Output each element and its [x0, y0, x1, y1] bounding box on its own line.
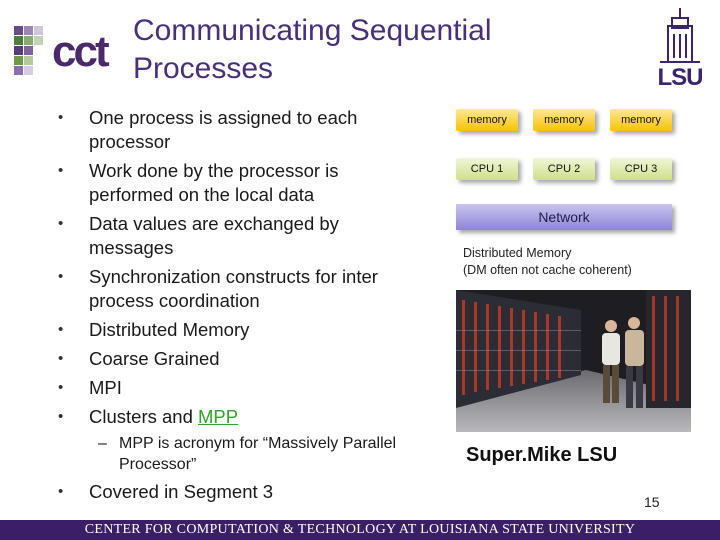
server-room-image — [456, 290, 691, 432]
lsu-logo-text: LSU — [657, 64, 704, 91]
memory-box-1: memory — [456, 109, 518, 131]
photo-caption: Super.Mike LSU — [466, 444, 618, 466]
bullet-item: One process is assigned to each processo… — [54, 106, 414, 154]
cpu-box-1: CPU 1 — [456, 158, 518, 180]
bullet-list: One process is assigned to each processo… — [54, 106, 414, 434]
bullet-item: MPI — [54, 376, 414, 400]
bullet-item: Work done by the processor is performed … — [54, 159, 414, 207]
bullet-text: Clusters and — [89, 406, 198, 427]
lsu-logo: LSU — [650, 6, 710, 92]
cct-logo-squares — [14, 26, 50, 80]
cct-logo: cct — [14, 24, 126, 82]
bullet-item-clusters: Clusters and MPP — [54, 405, 414, 429]
sub-bullet-text: MPP is acronym for “Massively Parallel P… — [119, 435, 397, 473]
memory-box-2: memory — [533, 109, 595, 131]
diagram-caption-line1: Distributed Memory — [463, 246, 572, 260]
cct-logo-text: cct — [52, 27, 110, 76]
supercomputer-photo — [456, 290, 691, 432]
page-number: 15 — [644, 494, 660, 510]
memory-box-3: memory — [610, 109, 672, 131]
cpu-box-3: CPU 3 — [610, 158, 672, 180]
network-bar: Network — [456, 204, 672, 230]
bullet-item: Data values are exchanged by messages — [54, 212, 414, 260]
diagram-caption: Distributed Memory (DM often not cache c… — [463, 245, 632, 279]
bullet-item: Synchronization constructs for inter pro… — [54, 265, 414, 313]
footer-banner: CENTER FOR COMPUTATION & TECHNOLOGY AT L… — [0, 520, 720, 540]
bullet-item: Coarse Grained — [54, 347, 414, 371]
sub-bullet-dash: – — [98, 435, 107, 452]
bullet-item: Distributed Memory — [54, 318, 414, 342]
slide-title: Communicating Sequential Processes — [133, 14, 492, 85]
sub-bullet: – MPP is acronym for “Massively Parallel… — [98, 433, 398, 475]
cpu-box-2: CPU 2 — [533, 158, 595, 180]
lsu-tower-icon — [660, 8, 700, 63]
diagram-caption-line2: (DM often not cache coherent) — [463, 263, 632, 277]
mpp-link[interactable]: MPP — [198, 406, 239, 427]
bullet-item-last: Covered in Segment 3 — [54, 480, 273, 504]
